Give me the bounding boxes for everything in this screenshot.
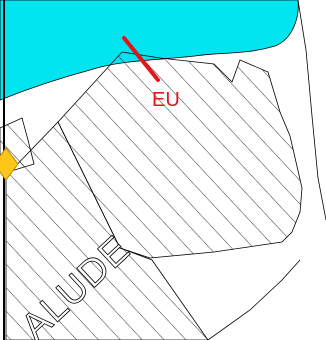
eu-marker-line[interactable]: [122, 36, 160, 82]
hatched-parcel-main: [57, 51, 303, 259]
eu-marker-label: EU: [152, 89, 180, 111]
parcel-boundary-right: [297, 0, 326, 221]
parcel-boundary-bottom-right: [207, 259, 301, 340]
hatched-parcel-strip: [5, 121, 209, 340]
diamond-pointer-icon[interactable]: [0, 147, 19, 181]
water-area: [0, 0, 299, 101]
